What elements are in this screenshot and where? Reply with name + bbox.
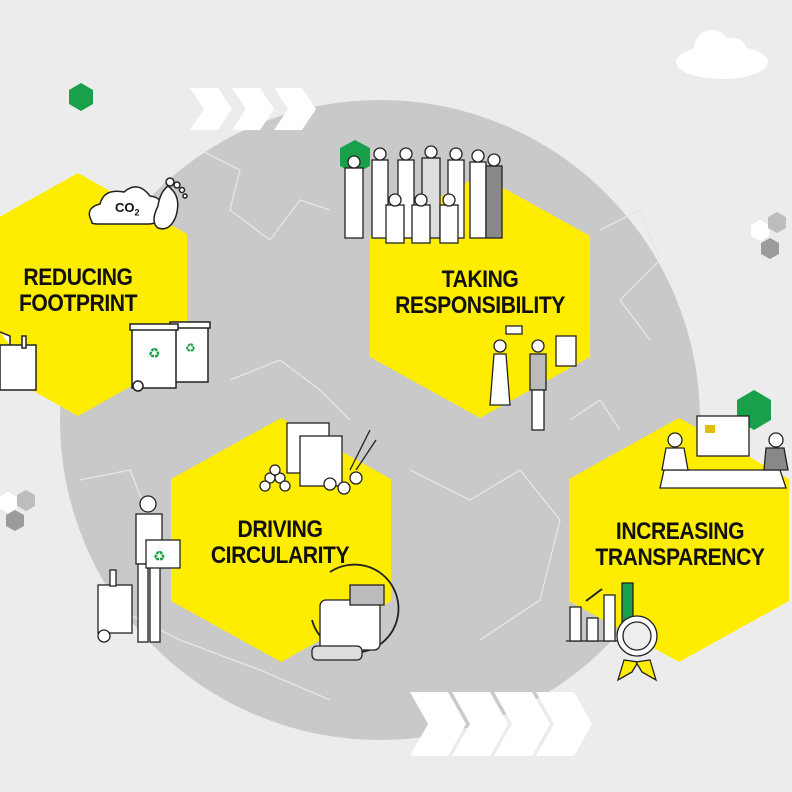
svg-text:♻: ♻ — [153, 548, 166, 564]
pillar-title-line1: REDUCING — [23, 264, 133, 291]
chevrons-bottom — [410, 692, 592, 756]
pillar-title-line2: FOOTPRINT — [18, 290, 138, 317]
pillar-title-line1: INCREASING — [615, 518, 745, 545]
meeting-icon — [659, 415, 789, 489]
co2-label: CO2 — [115, 200, 140, 218]
pillar-title-line2: CIRCULARITY — [210, 542, 350, 569]
label-taking-responsibility: TAKING RESPONSIBILITY — [383, 267, 577, 319]
svg-text:♻: ♻ — [185, 341, 196, 355]
handshake-icon — [489, 325, 577, 431]
recycling-bins-icon: ♻ ♻ — [129, 321, 211, 392]
pillar-title-line1: DRIVING — [237, 516, 323, 543]
chevrons-top — [190, 88, 316, 130]
cloud-icon — [676, 30, 768, 79]
co2-subscript: 2 — [134, 207, 140, 218]
label-reducing-footprint: REDUCING FOOTPRINT — [16, 265, 139, 317]
label-increasing-transparency: INCREASING TRANSPARENCY — [588, 519, 773, 571]
scrubber-machine-icon — [311, 563, 400, 661]
footprint-icon — [153, 177, 188, 230]
pillar-title-line2: TRANSPARENCY — [595, 544, 765, 571]
materials-icon — [259, 422, 377, 495]
pillar-title-line2: RESPONSIBILITY — [395, 292, 565, 319]
grey-hex-cluster — [751, 212, 786, 259]
bar-chart-award-icon — [566, 582, 658, 682]
svg-text:♻: ♻ — [148, 345, 161, 361]
label-driving-circularity: DRIVING CIRCULARITY — [201, 517, 359, 569]
pressure-washer-icon — [97, 569, 133, 643]
co2-cloud-icon — [88, 186, 163, 225]
co2-text: CO — [115, 200, 135, 215]
pillar-title-line1: TAKING — [441, 266, 519, 293]
green-hex — [69, 83, 93, 111]
worker-with-box-icon: ♻ — [135, 495, 181, 643]
factory-icon — [0, 331, 37, 391]
team-group-icon — [344, 145, 503, 244]
grey-hex-cluster — [0, 490, 35, 531]
